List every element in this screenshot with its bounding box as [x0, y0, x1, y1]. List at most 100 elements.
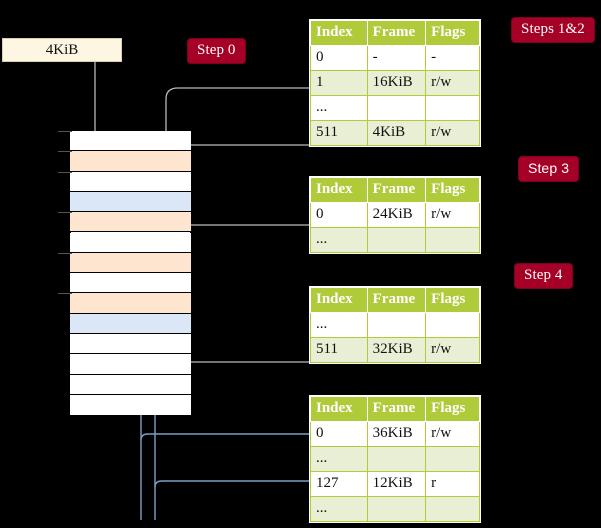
- memory-row: [70, 273, 191, 294]
- badge-step-3-label: Step 3: [528, 160, 570, 176]
- badge-step-0-label: Step 0: [197, 42, 236, 58]
- table-cell: [425, 312, 480, 338]
- table-cell: 511: [310, 120, 368, 146]
- source-frame-box: 4KiB: [2, 38, 122, 62]
- column-header-index: Index: [310, 20, 368, 46]
- memory-row: [70, 252, 191, 274]
- table-cell: -: [425, 45, 480, 71]
- memory-frame-tick: [58, 252, 72, 254]
- memory-frame-tick: [58, 151, 72, 153]
- table-cell: [425, 496, 480, 522]
- column-header-flags: Flags: [425, 20, 480, 46]
- table-cell: [425, 95, 480, 121]
- memory-frame-tick: [58, 293, 72, 295]
- table-cell: 1: [310, 70, 368, 96]
- table-cell: [366, 496, 427, 522]
- table-cell: ...: [310, 446, 368, 472]
- table-cell: 16KiB: [366, 70, 427, 96]
- table-cell: ...: [310, 227, 368, 253]
- table-cell: 0: [310, 202, 368, 228]
- column-header-frame: Frame: [366, 177, 427, 203]
- table-cell: ...: [310, 312, 368, 338]
- table-cell: [366, 95, 427, 121]
- table-row[interactable]: ...: [310, 496, 480, 522]
- memory-frame-tick: [58, 131, 72, 132]
- source-frame-label: 4KiB: [45, 42, 79, 58]
- table-cell: ...: [310, 95, 368, 121]
- memory-row: [70, 232, 191, 253]
- table-cell: r/w: [425, 421, 480, 447]
- wire-blue-lower-2: [154, 480, 312, 520]
- badge-step-0[interactable]: Step 0: [188, 39, 245, 63]
- wire-t1-top-to-mem: [165, 87, 312, 150]
- table-cell: 24KiB: [366, 202, 427, 228]
- table-row[interactable]: ...: [310, 95, 480, 121]
- table-cell: 32KiB: [366, 337, 427, 363]
- memory-row: [70, 293, 191, 314]
- table-row[interactable]: ...: [310, 446, 480, 472]
- table-cell: 36KiB: [366, 421, 427, 447]
- table-cell: r/w: [425, 120, 480, 146]
- column-header-index: Index: [310, 396, 368, 422]
- table-cell: r: [425, 471, 480, 497]
- memory-frame-tick: [58, 171, 72, 173]
- column-header-flags: Flags: [425, 396, 480, 422]
- column-header-frame: Frame: [366, 396, 427, 422]
- memory-row: [70, 374, 191, 395]
- table-cell: [366, 312, 427, 338]
- table-cell: [425, 227, 480, 253]
- badge-step-4-label: Step 4: [524, 267, 563, 283]
- column-header-index: Index: [310, 177, 368, 203]
- memory-row: [70, 354, 191, 375]
- table-cell: [425, 446, 480, 472]
- column-header-frame: Frame: [366, 20, 427, 46]
- table-cell: 127: [310, 471, 368, 497]
- badge-step-3[interactable]: Step 3: [519, 157, 579, 181]
- table-cell: 0: [310, 421, 368, 447]
- table-cell: -: [366, 45, 427, 71]
- table-row[interactable]: ...: [310, 227, 480, 253]
- column-header-flags: Flags: [425, 177, 480, 203]
- table-cell: ...: [310, 496, 368, 522]
- table-row[interactable]: ...: [310, 312, 480, 338]
- table-cell: r/w: [425, 202, 480, 228]
- memory-row: [70, 171, 191, 192]
- table-row[interactable]: 0--: [310, 45, 480, 71]
- table-cell: 12KiB: [366, 471, 427, 497]
- memory-row: [70, 313, 191, 334]
- table-cell: 4KiB: [366, 120, 427, 146]
- table-cell: 511: [310, 337, 368, 363]
- wire-blue-lower-1: [140, 433, 312, 520]
- memory-row: [70, 191, 191, 213]
- badge-step-4[interactable]: Step 4: [515, 264, 572, 288]
- badge-steps-1-2-label: Steps 1&2: [521, 21, 585, 37]
- memory-frame-tick: [58, 212, 72, 214]
- memory-row: [70, 151, 191, 172]
- column-header-index: Index: [310, 287, 368, 313]
- memory-row: [70, 334, 191, 355]
- table-cell: 0: [310, 45, 368, 71]
- table-cell: [366, 446, 427, 472]
- table-cell: r/w: [425, 337, 480, 363]
- memory-row: [70, 394, 191, 416]
- badge-steps-1-2[interactable]: Steps 1&2: [512, 18, 594, 42]
- memory-row: [70, 212, 191, 233]
- column-header-flags: Flags: [425, 287, 480, 313]
- memory-row: [70, 131, 191, 152]
- table-cell: r/w: [425, 70, 480, 96]
